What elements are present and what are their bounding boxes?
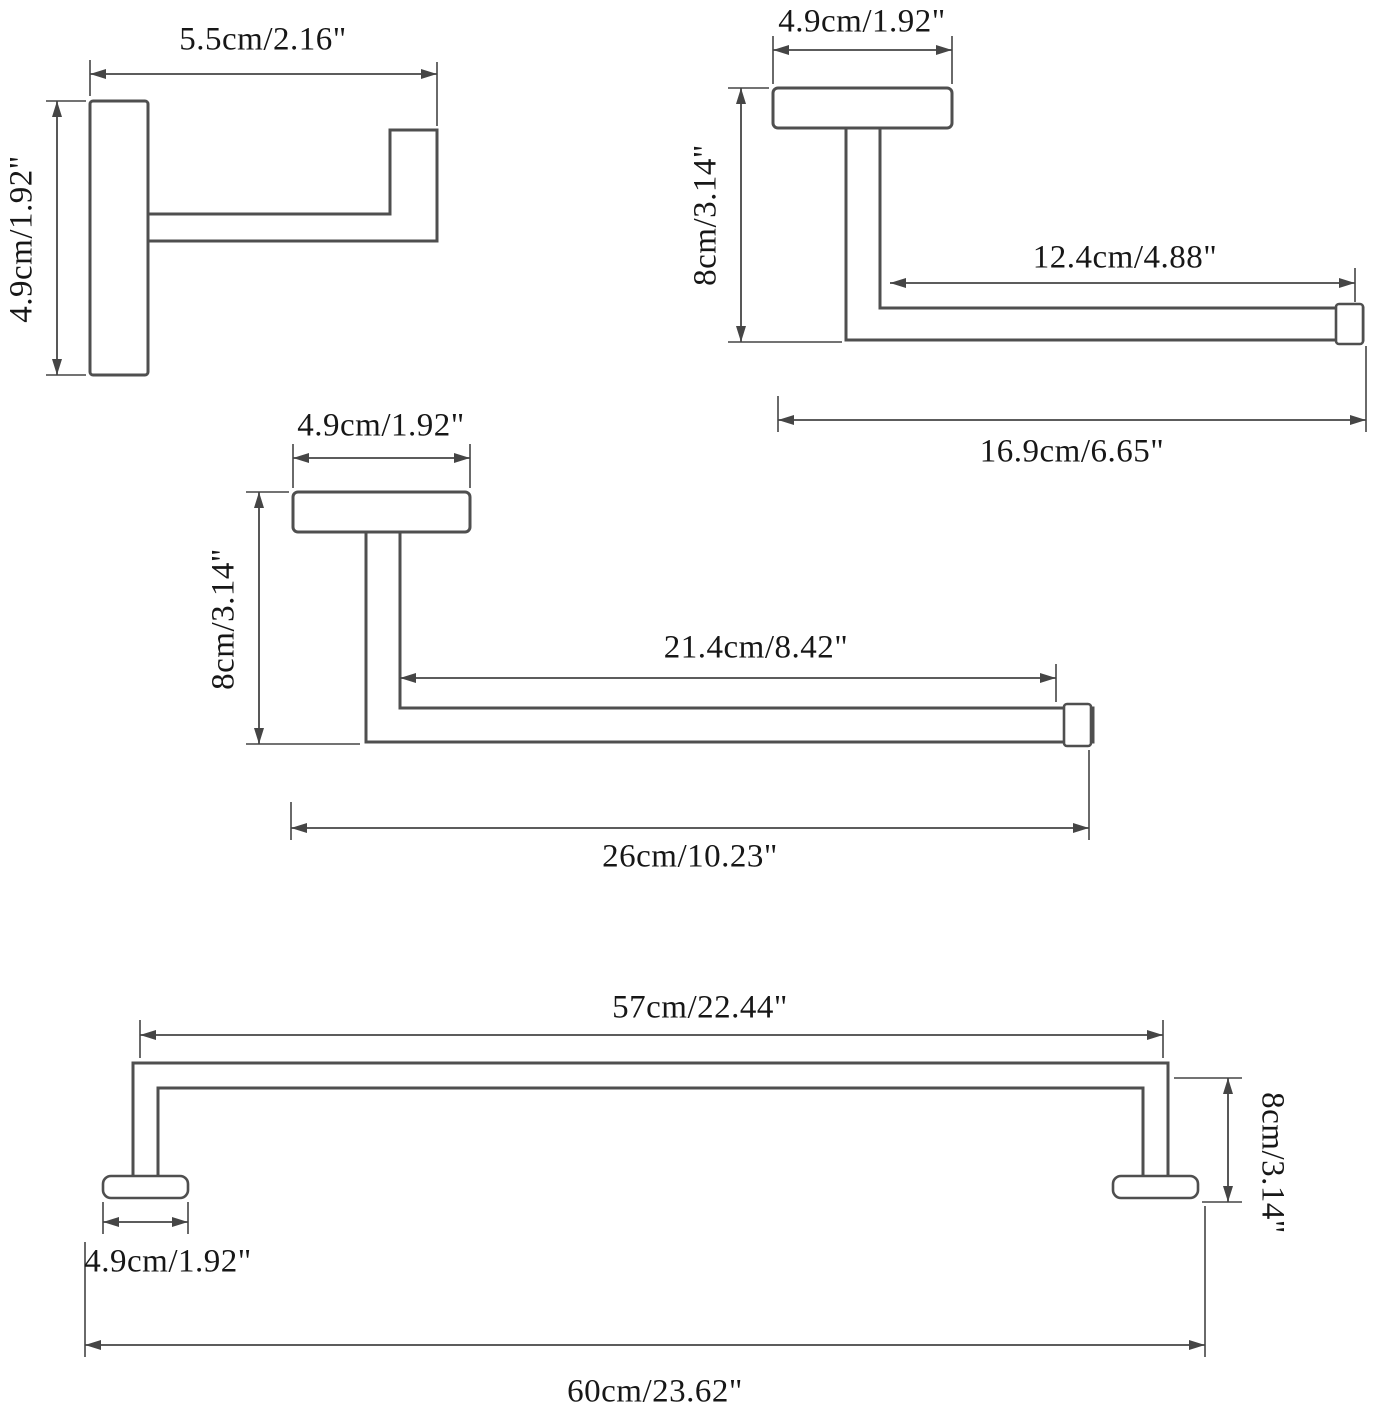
towel-ring-wall-plate <box>291 490 472 534</box>
dim-towel-ring-plate-width: 4.9cm/1.92" <box>297 407 465 444</box>
dim-towel-ring-bar-length: 21.4cm/8.42" <box>663 629 849 666</box>
paper-holder-arm <box>844 128 1365 342</box>
towel-ring-end-cap <box>1062 702 1093 748</box>
dim-towel-bar-inner-length: 57cm/22.44" <box>612 989 788 1026</box>
dim-towel-ring-overall: 26cm/10.23" <box>602 838 778 875</box>
towel-bar-drawing <box>101 1061 1200 1200</box>
towel-bar-left-base <box>101 1174 190 1200</box>
towel-ring-dimensions <box>246 444 1090 840</box>
towel-bar-right-base <box>1111 1174 1200 1200</box>
towel-ring-drawing <box>291 490 1095 748</box>
toilet-paper-holder-dimensions <box>728 36 1367 432</box>
dim-paper-holder-plate-width: 4.9cm/1.92" <box>778 3 946 40</box>
robe-hook-arm <box>146 128 439 243</box>
dim-paper-holder-height: 8cm/3.14" <box>687 144 724 286</box>
towel-bar-body <box>131 1061 1170 1180</box>
towel-bar-dimensions <box>84 1020 1242 1357</box>
dim-paper-holder-bar-length: 12.4cm/4.88" <box>1032 239 1218 276</box>
robe-hook-wall-plate <box>88 99 150 377</box>
dim-towel-bar-height: 8cm/3.14" <box>1254 1092 1291 1234</box>
robe-hook-dimensions <box>46 60 438 376</box>
dim-towel-ring-height: 8cm/3.14" <box>205 548 242 690</box>
dim-towel-bar-overall: 60cm/23.62" <box>567 1373 743 1410</box>
robe-hook-drawing <box>88 99 439 377</box>
dim-towel-bar-base-width: 4.9cm/1.92" <box>84 1243 252 1280</box>
toilet-paper-holder-drawing <box>771 86 1365 346</box>
dim-robe-hook-width: 5.5cm/2.16" <box>179 21 347 58</box>
paper-holder-end-cap <box>1334 302 1365 346</box>
dim-robe-hook-height: 4.9cm/1.92" <box>3 155 40 323</box>
paper-holder-wall-plate <box>771 86 954 130</box>
dim-paper-holder-overall: 16.9cm/6.65" <box>979 433 1165 470</box>
